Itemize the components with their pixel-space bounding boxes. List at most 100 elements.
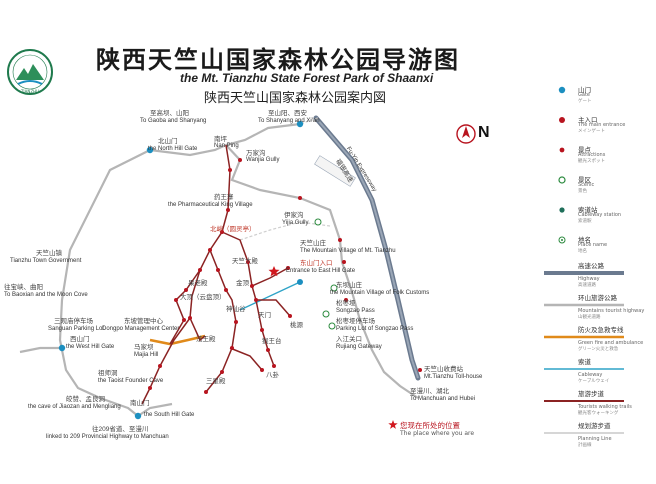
east-gate-zh: 东山门入口 xyxy=(300,260,333,267)
you-are-here-zh: 您现在所处的位置 xyxy=(400,421,460,430)
legend-label: 环山旅游公路 xyxy=(578,294,617,302)
to-baoxia-zh: 往宝峡、曲阳 xyxy=(4,284,43,291)
legend-label-alt: 観光スポット xyxy=(578,159,605,164)
park-logo: TIANZHU xyxy=(7,49,53,95)
south-gate-en: the South Hill Gate xyxy=(144,412,195,418)
legend-label: 地名 xyxy=(578,236,591,244)
scenic-ring-icon xyxy=(558,176,566,184)
fire-road xyxy=(149,334,206,346)
peak-label: 猴王台 xyxy=(262,338,282,345)
north-gate-zh: 北山门 xyxy=(158,138,178,145)
mountain-road-icon xyxy=(544,303,624,307)
legend-label-en: Attractions xyxy=(578,152,606,158)
trail-line-icon xyxy=(544,400,624,402)
map-subtitle-zh: 陕西天竺山国家森林公园案内図 xyxy=(204,91,387,106)
wanjiagou-zh: 万家沟 xyxy=(246,150,266,157)
star-icon xyxy=(388,420,398,429)
north-arrow-icon xyxy=(456,124,476,144)
legend-label: 规划游步道 xyxy=(578,422,611,430)
legend-label-alt: 山観光道路 xyxy=(578,315,601,320)
dongpo-zh: 东坡管理中心 xyxy=(124,318,163,325)
legend-label: 景区 xyxy=(578,176,591,184)
peak-label: 天门 xyxy=(258,312,271,319)
jiaozan-cave-en: the cave of Jiaozan and Mengliang xyxy=(28,404,121,410)
svg-text:TIANZHU: TIANZHU xyxy=(20,89,39,94)
peak-label: 大顶（云盘顶） xyxy=(180,294,226,301)
to-shanyang-zh: 至山阳、西安 xyxy=(268,110,307,117)
to-gaoba-en: To Gaoba and Shanyang xyxy=(140,118,207,124)
legend-label-en: Place name xyxy=(578,242,608,248)
you-are-here-en: The place where you are xyxy=(400,430,475,437)
planning-line-icon xyxy=(544,432,624,434)
rujiang-en: Rujiang Gateway xyxy=(336,344,382,350)
attraction-dot-icon xyxy=(559,147,565,153)
peak-label: 天竺大殿 xyxy=(232,258,258,265)
to-baoxia-en: To Baoxian and the Moon Cove xyxy=(4,292,88,298)
cableway-line xyxy=(239,281,301,311)
tianzhu-village-en: The Mountain Village of Mt. Tianzhu xyxy=(300,248,396,254)
legend-label-alt: ゲート xyxy=(578,99,592,104)
cableway-line-icon xyxy=(544,368,624,370)
legend-label: 景点 xyxy=(578,146,591,154)
majia-en: Majia Hill xyxy=(134,352,159,358)
legend-label-alt: 景色 xyxy=(578,189,587,194)
legend-label-en: Tourists walking trails xyxy=(578,404,632,410)
songzao-parking-en: Parking Lot of Songzao Pass xyxy=(336,326,414,332)
legend-label-en: The main entrance xyxy=(578,122,626,128)
majia-zh: 马家坝 xyxy=(134,344,154,351)
trail-network xyxy=(141,144,291,405)
wanjiagou-en: Wanjia Gully xyxy=(246,157,280,163)
peak-label: 桃源 xyxy=(290,322,303,329)
legend-label: 防火及急救专线 xyxy=(578,326,624,334)
dongpo-en: Dongpo Management Center xyxy=(102,326,180,332)
yijiagou-en: Yijia Gully xyxy=(282,220,309,226)
legend-label-alt: 索道駅 xyxy=(578,219,592,224)
fire-road-icon xyxy=(544,335,624,339)
north-gate-en: the North Hill Gate xyxy=(148,146,198,152)
peak-label: 金顶 xyxy=(236,280,249,287)
entrance-dot-icon xyxy=(559,117,565,123)
peak-label: 北峪（圆灵亭） xyxy=(210,226,256,233)
tianzhu-town-en: Tianzhu Town Government xyxy=(10,258,82,264)
tianzhu-village-zh: 天竺山庄 xyxy=(300,240,326,247)
legend-label-alt: 高速道路 xyxy=(578,283,596,288)
tianzhu-town-zh: 天竺山镇 xyxy=(36,250,62,257)
legend-label-en: Scenic xyxy=(578,182,595,188)
you-are-here-star-marker xyxy=(268,266,280,277)
west-gate-en: the West Hill Gate xyxy=(66,344,115,350)
legend-label-en: Cableway station xyxy=(578,212,622,218)
peak-label: 八卦 xyxy=(266,372,279,379)
cableway-station-icon xyxy=(559,207,565,213)
place-name-icon xyxy=(558,236,566,244)
peak-label: 神仙谷 xyxy=(226,306,246,313)
legend-label: 索道 xyxy=(578,358,591,366)
scenic-rings xyxy=(314,218,338,330)
sanguanmiao-zh: 三观庙停车场 xyxy=(54,318,93,325)
map-title: 陕西天竺山国家森林公园导游图 xyxy=(96,46,460,74)
legend-label-en: Gate xyxy=(578,92,590,98)
legend-label-en: Highway xyxy=(578,276,600,282)
gate-dot-icon xyxy=(558,86,566,94)
legend-label-en: Cableway xyxy=(578,372,603,378)
to-gaoba-zh: 至高坝、山阳 xyxy=(150,110,189,117)
north-label: N xyxy=(478,124,490,141)
yaowang-en: the Pharmaceutical King Village xyxy=(168,202,253,208)
toll-house-en: Mt.Tianzhu Toll-house xyxy=(424,374,483,380)
legend-label-alt: ケーブルウェイ xyxy=(578,379,610,384)
founder-cave-en: the Taoist Founder Cave xyxy=(98,378,164,384)
map-subtitle-en: the Mt. Tianzhu State Forest Park of Sha… xyxy=(180,71,434,85)
to-manchuan-en: To Manchuan and Hubei xyxy=(410,396,476,402)
legend-label: 主入口 xyxy=(578,116,598,124)
peak-label: 三星殿 xyxy=(206,378,226,385)
legend-label-alt: グリーン火災と救急 xyxy=(578,347,619,352)
songzao-en: Songzao Pass xyxy=(336,308,375,314)
jiaozan-cave-zh: 皎赞、孟良洞 xyxy=(66,396,105,403)
to-shanyang-en: To Shanyang and Xi'an xyxy=(258,118,320,124)
nanping-en: Nan Ping xyxy=(214,143,239,149)
songzao-parking-zh: 松枣垭停车场 xyxy=(336,318,375,325)
rujiang-zh: 入江关口 xyxy=(336,336,362,343)
legend-label-en: Mountains tourist highway xyxy=(578,308,645,314)
legend-label-en: Planning Line xyxy=(578,436,612,442)
legend-label-alt: 観光客ウォーキング xyxy=(578,411,619,416)
legend-label: 山门 xyxy=(578,86,591,94)
